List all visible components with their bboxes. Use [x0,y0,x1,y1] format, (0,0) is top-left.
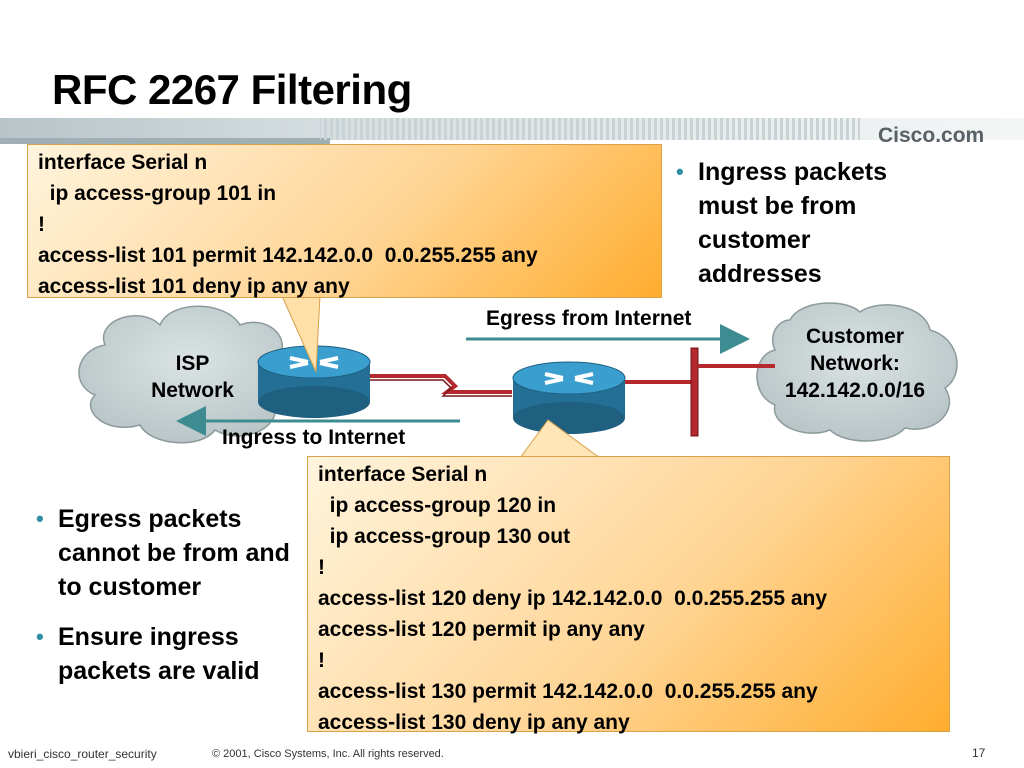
code-line: ! [318,556,325,579]
ingress-label: Ingress to Internet [222,426,406,449]
code-line: interface Serial n [318,463,488,486]
bullet-dot-icon: • [676,159,684,184]
bullet-item: • Ingress packets must be from customer … [676,155,936,291]
bullet-dot-icon: • [36,506,44,531]
code-line: access-list 101 deny ip any any [38,275,350,298]
page-number: 17 [972,746,986,760]
slide-title: RFC 2267 Filtering [52,66,412,113]
callout-top: interface Serial n ip access-group 101 i… [27,144,662,298]
code-line: ip access-group 120 in [318,494,557,517]
code-line: access-list 130 deny ip any any [318,711,630,734]
code-line: access-list 120 permit ip any any [318,618,645,641]
code-line: ! [38,213,45,236]
bullets-left: • Egress packets cannot be from and to c… [36,502,301,688]
serial-link [370,374,512,394]
code-line: access-list 130 permit 142.142.0.0 0.0.2… [318,680,818,703]
customer-cloud-icon [756,302,958,442]
bullet-item: • Ensure ingress packets are valid [36,620,301,688]
footer-filename: vbieri_cisco_router_security [8,747,157,761]
isp-network-label: ISP Network [151,352,234,402]
code-line: access-list 120 deny ip 142.142.0.0 0.0.… [318,587,828,610]
callout-bottom: interface Serial n ip access-group 120 i… [307,456,950,734]
cisco-logo: Cisco.com [878,124,985,147]
bullets-right: • Ingress packets must be from customer … [676,155,936,291]
code-line: ip access-group 130 out [318,525,571,548]
footer-copyright: © 2001, Cisco Systems, Inc. All rights r… [212,748,444,760]
egress-label: Egress from Internet [486,307,692,330]
bullet-item: • Egress packets cannot be from and to c… [36,502,301,604]
router-customer-icon [512,361,626,434]
code-line: ip access-group 101 in [38,182,277,205]
ethernet-segment [690,347,699,437]
code-line: access-list 101 permit 142.142.0.0 0.0.2… [38,244,538,267]
customer-network-label: Customer Network: 142.142.0.0/16 [784,325,926,402]
code-line: ! [318,649,325,672]
bullet-dot-icon: • [36,624,44,649]
code-line: interface Serial n [38,151,208,174]
